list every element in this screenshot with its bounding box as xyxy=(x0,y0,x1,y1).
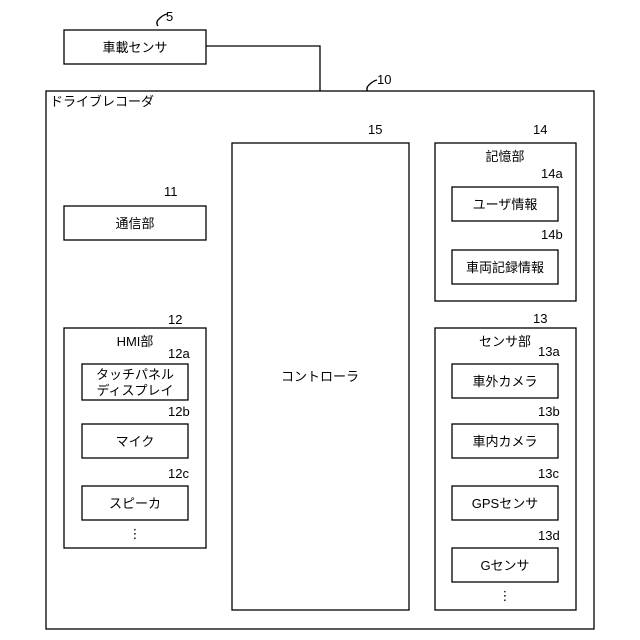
speaker-ref: 12c xyxy=(168,466,189,481)
vehicle-record-ref: 14b xyxy=(541,227,563,242)
hmi-ellipsis: ⋮ xyxy=(129,526,142,541)
exterior-camera-label: 車外カメラ xyxy=(472,374,537,389)
touch-panel-label-line1: タッチパネル xyxy=(96,367,174,382)
touch-panel-label-line2: ディスプレイ xyxy=(96,383,173,398)
user-info-label: ユーザ情報 xyxy=(473,197,538,212)
touch-panel-ref: 12a xyxy=(168,346,190,361)
sensor-ellipsis: ⋮ xyxy=(499,588,512,603)
controller-ref: 15 xyxy=(368,122,382,137)
microphone-label: マイク xyxy=(116,434,155,449)
interior-camera-ref: 13b xyxy=(538,404,560,419)
hmi-unit-ref: 12 xyxy=(168,312,182,327)
microphone-ref: 12b xyxy=(168,404,190,419)
leader-10 xyxy=(367,80,377,92)
drive-recorder-label: ドライブレコーダ xyxy=(50,94,154,109)
communication-unit-ref: 11 xyxy=(164,184,178,199)
vehicle-record-label: 車両記録情報 xyxy=(466,260,544,275)
gps-sensor-label: GPSセンサ xyxy=(472,496,538,511)
user-info-ref: 14a xyxy=(541,166,563,181)
sensor-unit-label: センサ部 xyxy=(479,334,531,349)
storage-unit-label: 記憶部 xyxy=(485,149,524,164)
communication-unit-label: 通信部 xyxy=(115,216,154,231)
vehicle-sensor-label: 車載センサ xyxy=(102,40,167,55)
vehicle-sensor-ref: 5 xyxy=(166,9,173,24)
sensor-unit-ref: 13 xyxy=(533,311,547,326)
interior-camera-label: 車内カメラ xyxy=(472,434,537,449)
drive-recorder-ref: 10 xyxy=(377,72,391,87)
controller-label: コントローラ xyxy=(281,369,359,384)
hmi-unit-label: HMI部 xyxy=(117,334,154,349)
storage-unit-ref: 14 xyxy=(533,122,547,137)
gps-sensor-ref: 13c xyxy=(538,466,559,481)
g-sensor-ref: 13d xyxy=(538,528,560,543)
exterior-camera-ref: 13a xyxy=(538,344,560,359)
speaker-label: スピーカ xyxy=(109,496,161,511)
g-sensor-label: Gセンサ xyxy=(480,558,529,573)
